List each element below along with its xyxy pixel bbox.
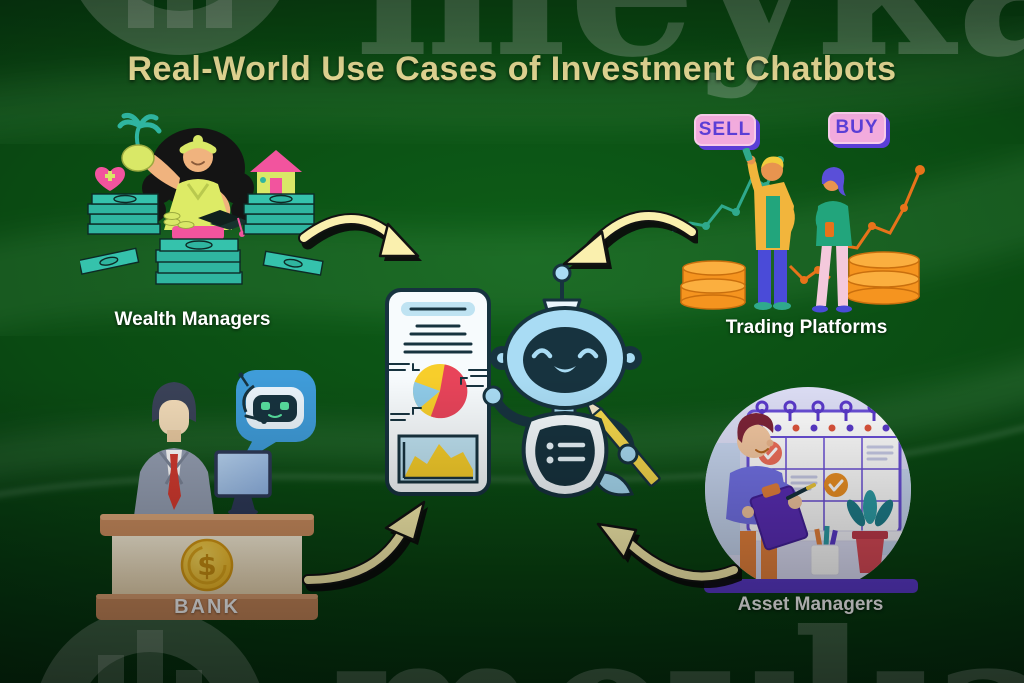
bank-teller-icon <box>134 382 214 516</box>
analytics-report-icon <box>385 288 491 496</box>
dollar-symbol: $ <box>197 549 216 582</box>
heart-health-icon <box>95 166 125 191</box>
trading-illustration <box>672 148 925 313</box>
bank-illustration: $ <box>96 370 318 620</box>
pie-chart-icon <box>412 364 468 419</box>
money-stacks-icon <box>78 193 324 285</box>
trading-platforms-label: Trading Platforms <box>725 317 888 338</box>
coin-stack-icon <box>680 260 746 310</box>
coin-stack-icon <box>846 251 920 305</box>
desk-bar <box>704 579 918 593</box>
chatbot-speech-bubble-icon <box>236 370 316 464</box>
trader-woman-icon <box>812 167 852 313</box>
area-chart-icon <box>397 434 479 484</box>
page-title: Real-World Use Cases of Investment Chatb… <box>127 50 897 88</box>
curved-arrow-top-left-icon <box>298 213 422 261</box>
monitor-icon <box>214 450 272 516</box>
money-bag-palm-icon <box>117 113 162 172</box>
trader-man-icon <box>742 148 795 310</box>
stock-line-up-icon <box>788 165 925 284</box>
house-icon <box>250 150 302 198</box>
curved-arrow-bottom-left-icon <box>302 500 428 592</box>
wealth-managers-label: Wealth Managers <box>114 309 271 330</box>
asset-manager-illustration <box>704 387 918 593</box>
buy-button: BUY <box>828 112 886 144</box>
graduation-cap-icon <box>198 210 250 237</box>
chatbot-robot-icon <box>482 263 661 498</box>
dollar-coin-icon: $ <box>180 538 234 592</box>
asset-manager-man-icon <box>726 413 816 583</box>
sell-button: SELL <box>694 114 756 146</box>
section-asset-managers <box>698 385 923 600</box>
pencil-cup-icon <box>810 525 840 576</box>
bank-label: BANK <box>174 596 240 618</box>
section-trading-platforms: SELL BUY <box>672 106 937 336</box>
curved-arrow-bottom-right-icon <box>596 522 742 588</box>
section-bank: $ BANK <box>96 366 318 622</box>
asset-managers-label: Asset Managers <box>737 594 884 615</box>
section-wealth-managers <box>78 112 325 337</box>
wealth-manager-illustration <box>78 113 324 285</box>
curved-arrow-top-right-icon <box>562 209 698 269</box>
bank-desk-icon: $ <box>96 514 318 620</box>
gold-coins-icon <box>163 212 195 229</box>
plant-icon <box>846 490 894 573</box>
